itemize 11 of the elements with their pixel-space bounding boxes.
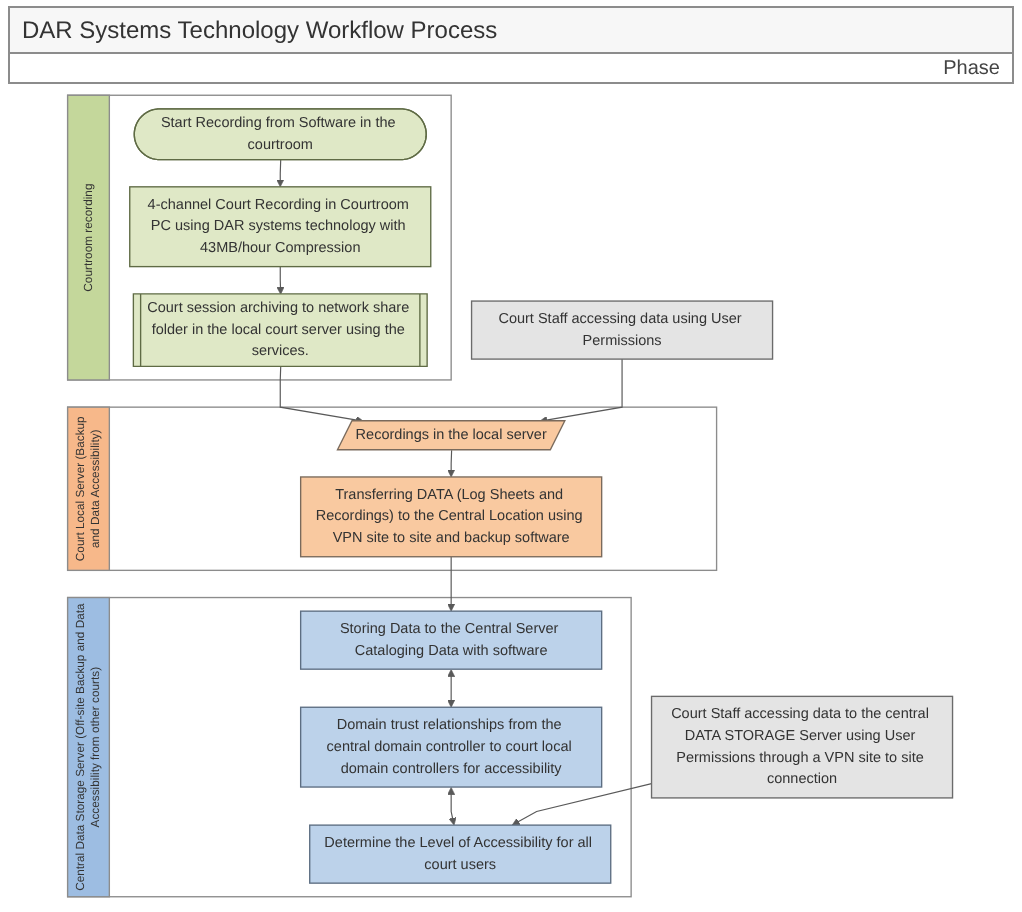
arrow [447,787,457,826]
arrow [276,266,285,295]
arrow [539,358,623,424]
arrow [279,366,364,424]
arrow [447,669,456,708]
arrow [276,159,285,188]
arrow [447,449,456,478]
arrow [511,783,653,826]
arrow [447,556,456,612]
diagram-title: DAR Systems Technology Workflow Process [22,16,498,44]
phase-label: Phase [943,57,1000,79]
